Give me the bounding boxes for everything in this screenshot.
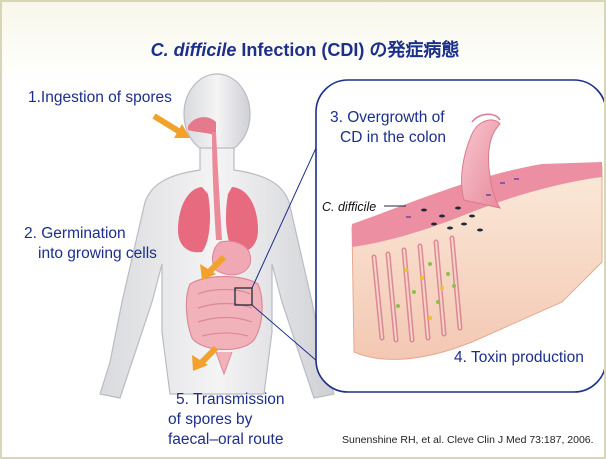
label-ingestion: 1.Ingestion of spores [28, 88, 172, 107]
stomach [213, 241, 251, 275]
label-overgrowth-2: CD in the colon [340, 128, 446, 147]
label-germination-2: into growing cells [38, 244, 157, 263]
citation: Sunenshine RH, et al. Cleve Clin J Med 7… [342, 434, 594, 446]
label-transmission-3: faecal–oral route [168, 430, 283, 449]
label-overgrowth-1: 3. Overgrowth of [330, 108, 445, 127]
label-cdifficile: C. difficile [322, 198, 376, 217]
label-toxin: 4. Toxin production [454, 348, 584, 367]
label-transmission-2: of spores by [168, 410, 252, 429]
label-germination-1: 2. Germination [24, 224, 126, 243]
label-transmission-1: 5. Transmission [176, 390, 285, 409]
